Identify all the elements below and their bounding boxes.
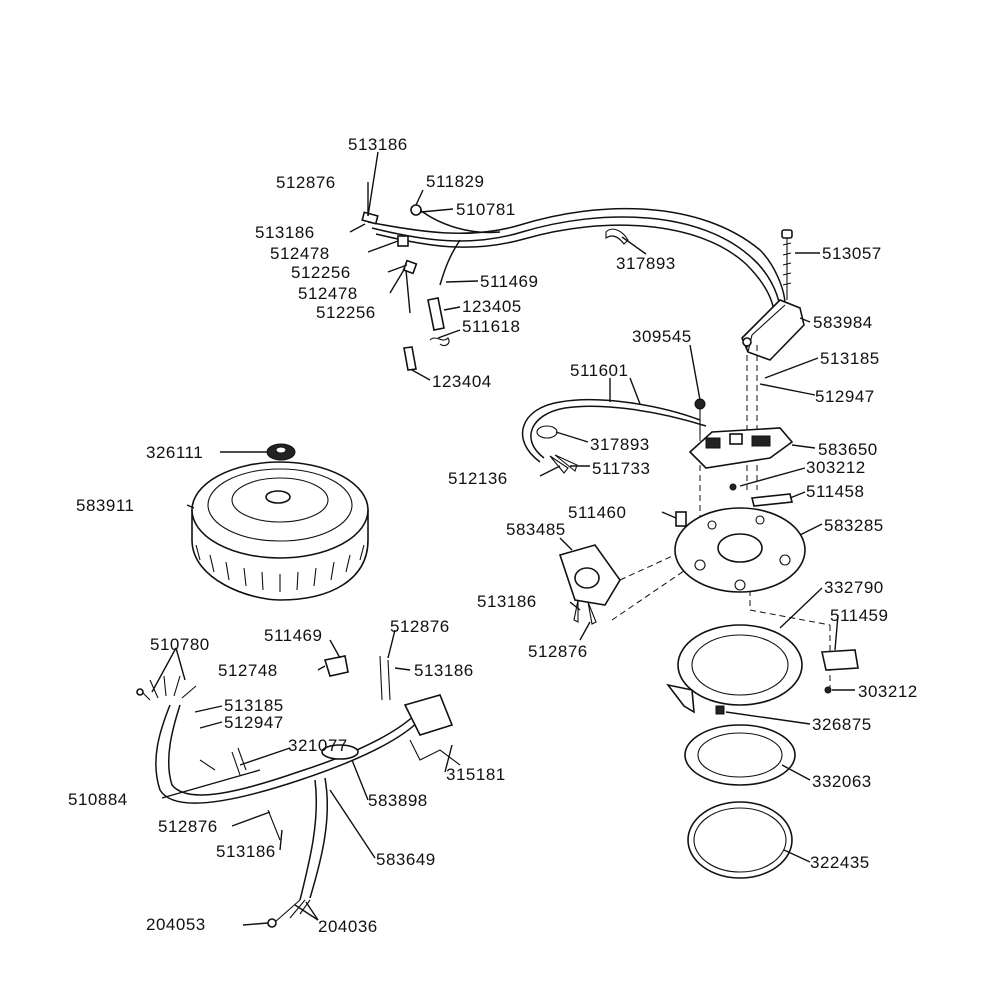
- label-512478-b: 512478: [298, 284, 358, 303]
- label-326111: 326111: [146, 443, 203, 462]
- coil-plate-583650: [688, 427, 794, 469]
- screw-309545: [694, 398, 706, 435]
- label-583898: 583898: [368, 791, 428, 810]
- label-309545: 309545: [632, 327, 692, 346]
- label-511829: 511829: [426, 172, 484, 191]
- label-511601: 511601: [570, 361, 628, 380]
- label-511458: 511458: [806, 482, 864, 501]
- label-317893-mid: 317893: [590, 435, 650, 454]
- label-123405: 123405: [462, 297, 522, 316]
- label-204036: 204036: [318, 917, 378, 936]
- label-512876-bot: 512876: [158, 817, 218, 836]
- retainer-332063: [684, 724, 796, 786]
- label-511469-top: 511469: [480, 272, 538, 291]
- label-512876-mid: 512876: [528, 642, 588, 661]
- label-512478-a: 512478: [270, 244, 330, 263]
- label-332790: 332790: [824, 578, 884, 597]
- label-583285: 583285: [824, 516, 884, 535]
- coil-cover-583984: [741, 299, 805, 361]
- label-512256-b: 512256: [316, 303, 376, 322]
- label-512876-top: 512876: [276, 173, 336, 192]
- bolt-513057: [781, 229, 793, 300]
- label-123404: 123404: [432, 372, 492, 391]
- top-wire-harness: [361, 204, 786, 371]
- label-317893-top: 317893: [616, 254, 676, 273]
- label-510780: 510780: [150, 635, 210, 654]
- leader-lines: [151, 151, 855, 926]
- label-332063: 332063: [812, 772, 872, 791]
- label-512947-low: 512947: [224, 713, 284, 732]
- screw-326875: [715, 705, 725, 715]
- label-326875: 326875: [812, 715, 872, 734]
- label-583650: 583650: [818, 440, 878, 459]
- wire-511601: [521, 398, 707, 474]
- label-513186-b: 513186: [255, 223, 315, 242]
- label-512947-top: 512947: [815, 387, 875, 406]
- timer-base-332790: [666, 624, 803, 714]
- bracket-511459: [821, 649, 859, 694]
- label-315181: 315181: [446, 765, 506, 784]
- label-322435: 322435: [810, 853, 870, 872]
- flywheel-583911: [191, 461, 369, 601]
- label-513185-low: 513185: [224, 696, 284, 715]
- label-303212-top: 303212: [806, 458, 866, 477]
- label-513186-low: 513186: [414, 661, 474, 680]
- armature-plate-583285: [674, 507, 806, 593]
- label-512256-a: 512256: [291, 263, 351, 282]
- lower-harness-583649: [136, 655, 461, 928]
- label-303212-low: 303212: [858, 682, 918, 701]
- label-511618: 511618: [462, 317, 520, 336]
- label-583984: 583984: [813, 313, 873, 332]
- label-511459: 511459: [830, 606, 888, 625]
- nut-326111: [266, 443, 296, 461]
- label-513185-top: 513185: [820, 349, 880, 368]
- part-labels: 513186 512876 511829 510781 513186 51247…: [68, 135, 918, 936]
- label-511733: 511733: [592, 459, 650, 478]
- label-512876-low: 512876: [390, 617, 450, 636]
- label-511469-low: 511469: [264, 626, 322, 645]
- label-321077: 321077: [288, 736, 348, 755]
- label-512136: 512136: [448, 469, 508, 488]
- label-513057: 513057: [822, 244, 882, 263]
- screw-511460: [675, 511, 687, 527]
- label-510884: 510884: [68, 790, 128, 809]
- label-513186-top: 513186: [348, 135, 408, 154]
- label-513186-bot: 513186: [216, 842, 276, 861]
- coil-583485: [558, 544, 621, 625]
- label-583911: 583911: [76, 496, 134, 515]
- label-204053: 204053: [146, 915, 206, 934]
- label-583649: 583649: [376, 850, 436, 869]
- snap-ring-322435: [687, 801, 793, 879]
- label-512748: 512748: [218, 661, 278, 680]
- bracket-511458: [729, 483, 793, 507]
- label-513186-mid: 513186: [477, 592, 537, 611]
- label-583485: 583485: [506, 520, 566, 539]
- label-510781: 510781: [456, 200, 516, 219]
- label-511460: 511460: [568, 503, 626, 522]
